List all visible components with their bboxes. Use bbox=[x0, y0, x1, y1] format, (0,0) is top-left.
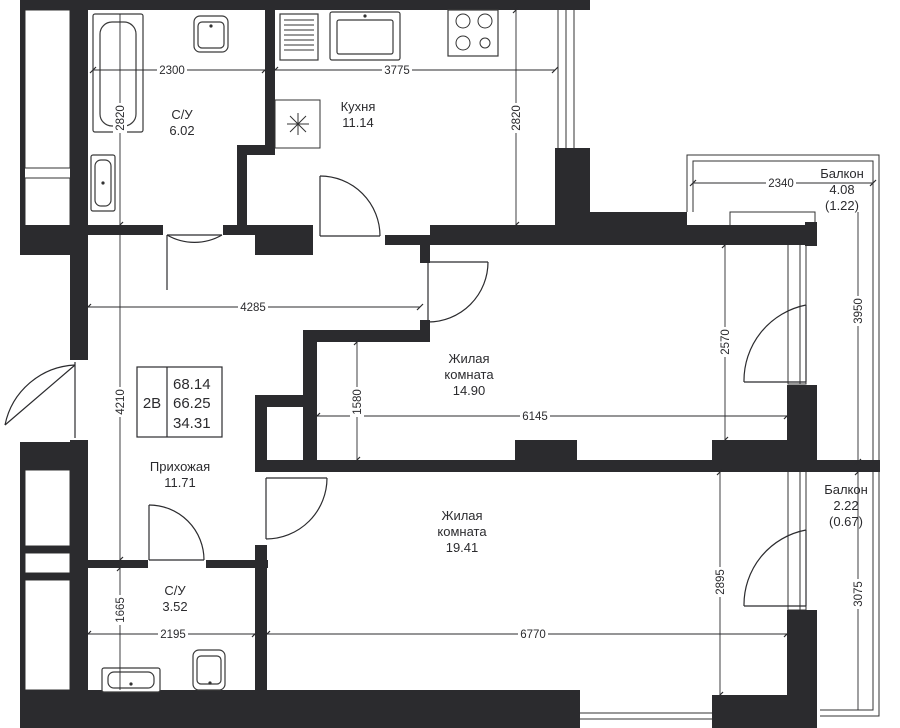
balcony2-name: Балкон bbox=[824, 482, 868, 497]
door-room-1[interactable] bbox=[427, 261, 489, 323]
balcony1-area2: (1.22) bbox=[825, 198, 859, 213]
radiator bbox=[279, 13, 319, 61]
sink-2 bbox=[101, 667, 161, 693]
living2-area: 19.41 bbox=[446, 540, 479, 555]
door-bathroom-1[interactable] bbox=[166, 234, 223, 290]
dim-1665: 1665 bbox=[115, 597, 127, 623]
dim-4285: 4285 bbox=[240, 302, 266, 314]
hall-area: 11.71 bbox=[164, 475, 196, 490]
dimension-labels: 2300 3775 2820 2820 2340 3950 4285 2570 … bbox=[113, 63, 865, 641]
door-balcony-2[interactable] bbox=[743, 529, 807, 607]
dim-2570: 2570 bbox=[720, 329, 732, 355]
door-entrance[interactable] bbox=[4, 362, 76, 438]
door-room-2[interactable] bbox=[265, 477, 328, 540]
living1-name1: Жилая bbox=[448, 351, 489, 366]
bath1-area: 6.02 bbox=[169, 123, 194, 138]
dim-6770: 6770 bbox=[520, 629, 546, 641]
sink-1 bbox=[90, 154, 116, 212]
door-balcony-1[interactable] bbox=[743, 304, 807, 383]
balcony2-area: 2.22 bbox=[833, 498, 858, 513]
balcony2-area2: (0.67) bbox=[829, 514, 863, 529]
living1-name2: комната bbox=[444, 367, 494, 382]
doors bbox=[4, 175, 807, 607]
kitchen-area: 11.14 bbox=[342, 115, 374, 130]
dim-1580: 1580 bbox=[352, 389, 364, 415]
fixtures bbox=[90, 9, 499, 693]
dim-3775: 3775 bbox=[384, 65, 410, 77]
door-bathroom-2[interactable] bbox=[148, 504, 205, 561]
dim-2895: 2895 bbox=[715, 569, 727, 595]
walls bbox=[20, 0, 880, 728]
bath2-area: 3.52 bbox=[162, 599, 187, 614]
vent-shaft bbox=[274, 99, 321, 149]
dim-3950: 3950 bbox=[853, 298, 865, 324]
room-labels: С/У 6.02 Кухня 11.14 Балкон 4.08 (1.22) … bbox=[150, 99, 868, 614]
dim-2195: 2195 bbox=[160, 629, 186, 641]
toilet-2 bbox=[192, 649, 226, 691]
living2-name2: комната bbox=[437, 524, 487, 539]
stove bbox=[447, 9, 499, 57]
dim-4210: 4210 bbox=[115, 389, 127, 415]
bath2-name: С/У bbox=[164, 583, 186, 598]
apartment-type: 2В bbox=[143, 395, 161, 412]
dim-2820-bath: 2820 bbox=[115, 105, 127, 131]
door-kitchen[interactable] bbox=[319, 175, 381, 237]
total-area: 68.14 bbox=[173, 376, 211, 393]
apartment-plate: 2В 68.14 66.25 34.31 bbox=[136, 366, 223, 438]
bath1-name: С/У bbox=[171, 107, 193, 122]
living1-area: 14.90 bbox=[453, 383, 486, 398]
living2-name1: Жилая bbox=[441, 508, 482, 523]
toilet-1 bbox=[193, 15, 229, 53]
dim-2300: 2300 bbox=[159, 65, 185, 77]
balcony1-area: 4.08 bbox=[829, 182, 854, 197]
bathtub bbox=[92, 13, 144, 133]
dim-6145: 6145 bbox=[522, 411, 548, 423]
dim-2340: 2340 bbox=[768, 178, 794, 190]
dim-3075: 3075 bbox=[853, 581, 865, 607]
rooms-area: 34.31 bbox=[173, 415, 211, 432]
living-area: 66.25 bbox=[173, 395, 211, 412]
dim-2820-kitchen: 2820 bbox=[511, 105, 523, 131]
hall-name: Прихожая bbox=[150, 459, 210, 474]
kitchen-name: Кухня bbox=[341, 99, 376, 114]
balcony1-name: Балкон bbox=[820, 166, 864, 181]
